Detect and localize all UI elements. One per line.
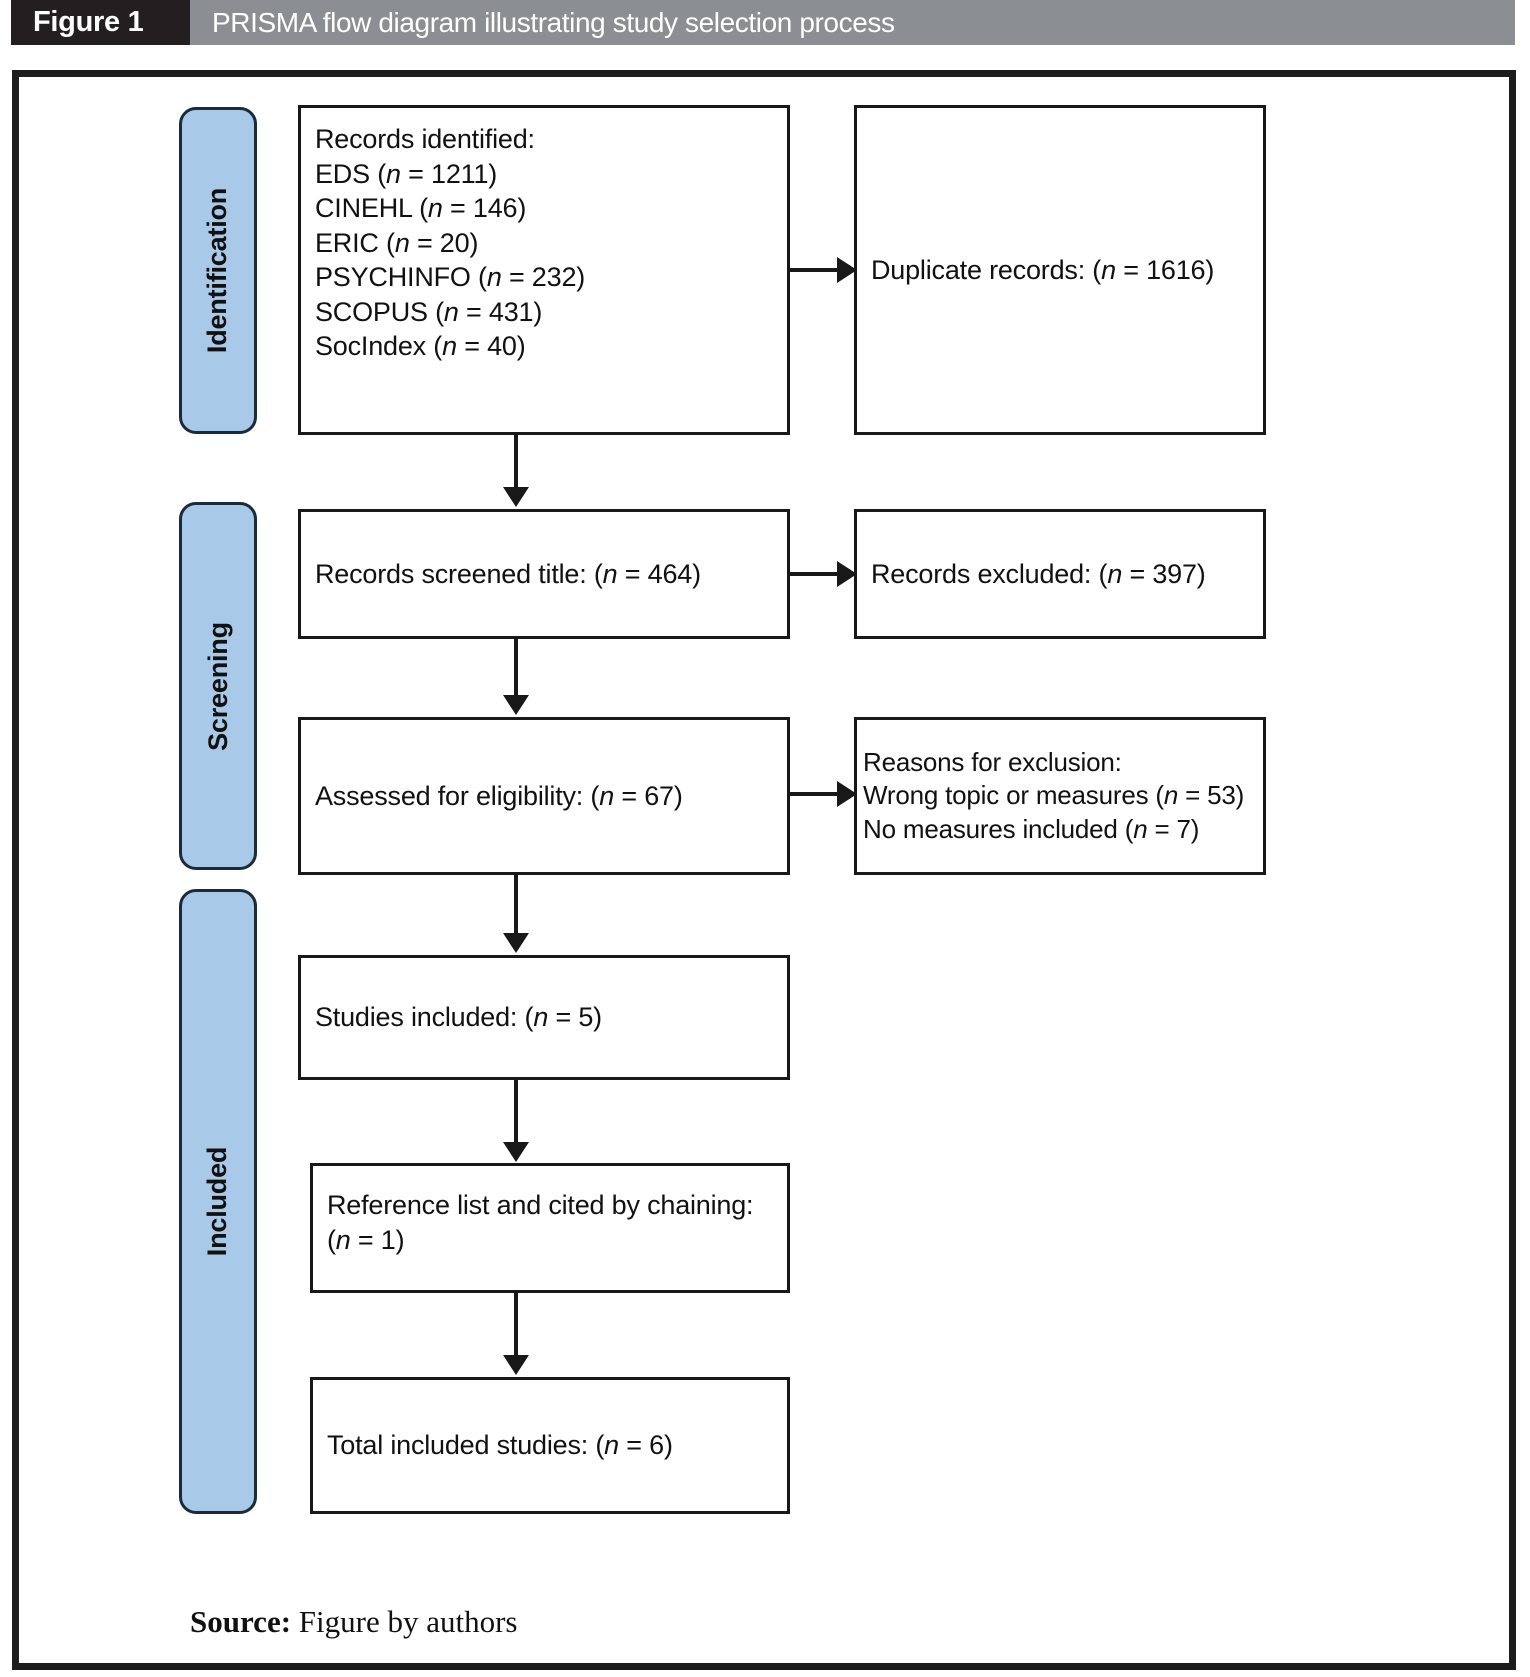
arrowhead-screened-to-eligibility (503, 695, 529, 715)
box-records-excluded-text: Records excluded: (n = 397) (871, 558, 1206, 589)
box-duplicate-records-text: Duplicate records: (n = 1616) (871, 254, 1215, 285)
box-assessed-eligibility: Assessed for eligibility: (n = 67) (298, 717, 790, 875)
arrowhead-eligibility-to-reasons (837, 781, 857, 807)
box-total-included-studies-text: Total included studies: (n = 6) (327, 1430, 673, 1461)
connector-chaining-to-total (514, 1293, 518, 1361)
arrowhead-identified-to-duplicates (837, 257, 857, 283)
connector-identified-to-screened (514, 435, 518, 493)
phase-bar-included: Included (179, 889, 257, 1514)
box-reference-chaining-text: Reference list and cited by chaining:(n … (327, 1190, 754, 1255)
box-records-identified: Records identified:EDS (n = 1211)CINEHL … (298, 105, 790, 435)
box-records-identified-text: Records identified:EDS (n = 1211)CINEHL … (315, 124, 586, 362)
figure-frame: Identification Screening Included Record… (12, 70, 1516, 1670)
connector-screened-to-eligibility (514, 639, 518, 701)
figure-caption: PRISMA flow diagram illustrating study s… (212, 6, 895, 38)
box-records-screened-title-text: Records screened title: (n = 464) (315, 558, 701, 589)
phase-label-included: Included (202, 1146, 233, 1257)
arrowhead-eligibility-to-studies (503, 933, 529, 953)
phase-label-screening: Screening (202, 621, 233, 751)
prisma-flow-diagram: Identification Screening Included Record… (19, 77, 1523, 1677)
connector-screened-to-excluded (790, 572, 840, 576)
box-total-included-studies: Total included studies: (n = 6) (310, 1377, 790, 1514)
connector-studies-to-chaining (514, 1080, 518, 1148)
box-reasons-for-exclusion: Reasons for exclusion:Wrong topic or mea… (854, 717, 1266, 875)
figure-number-tag: Figure 1 (11, 0, 190, 45)
connector-identified-to-duplicates (790, 268, 840, 272)
phase-label-identification: Identification (202, 187, 233, 354)
arrowhead-identified-to-screened (503, 487, 529, 507)
box-duplicate-records: Duplicate records: (n = 1616) (854, 105, 1266, 435)
box-records-excluded: Records excluded: (n = 397) (854, 509, 1266, 639)
phase-bar-identification: Identification (179, 107, 257, 434)
box-assessed-eligibility-text: Assessed for eligibility: (n = 67) (315, 780, 683, 811)
connector-eligibility-to-reasons (790, 792, 840, 796)
box-reasons-for-exclusion-text: Reasons for exclusion:Wrong topic or mea… (863, 747, 1245, 844)
figure-header: Figure 1 PRISMA flow diagram illustratin… (11, 0, 1515, 45)
source-label: Source: (190, 1604, 292, 1639)
arrowhead-screened-to-excluded (837, 561, 857, 587)
box-records-screened-title: Records screened title: (n = 464) (298, 509, 790, 639)
arrowhead-studies-to-chaining (503, 1142, 529, 1162)
arrowhead-chaining-to-total (503, 1355, 529, 1375)
source-value: Figure by authors (291, 1604, 518, 1639)
source-note: Source: Figure by authors (190, 1604, 517, 1640)
box-reference-chaining: Reference list and cited by chaining:(n … (310, 1163, 790, 1293)
box-studies-included: Studies included: (n = 5) (298, 955, 790, 1080)
phase-bar-screening: Screening (179, 502, 257, 870)
box-studies-included-text: Studies included: (n = 5) (315, 1002, 602, 1033)
connector-eligibility-to-studies (514, 875, 518, 939)
